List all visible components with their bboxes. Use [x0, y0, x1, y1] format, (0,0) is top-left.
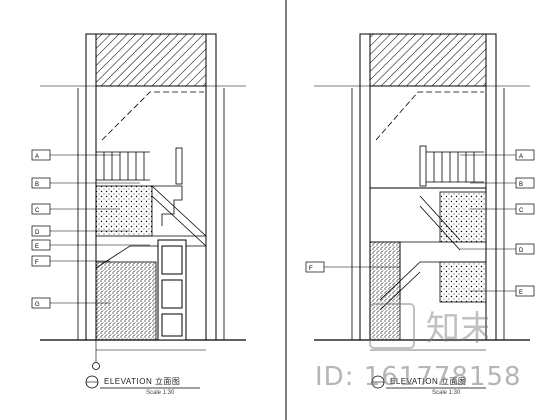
right-scale: Scale 1:30 — [432, 390, 461, 396]
right-tag-d: D — [460, 243, 535, 255]
right-tag-e: E — [470, 285, 535, 297]
right-wall-right — [485, 33, 497, 341]
right-landing — [439, 191, 487, 243]
svg-text:E: E — [35, 244, 39, 250]
left-tag-d: D — [31, 225, 130, 237]
svg-text:B: B — [35, 182, 39, 188]
left-upper-railing — [96, 147, 183, 185]
left-tag-b: B — [31, 177, 140, 189]
left-dashed-slope — [101, 91, 204, 141]
left-tags: A B C D E F G — [31, 149, 150, 309]
right-tag-b: B — [470, 177, 535, 189]
svg-text:E: E — [519, 290, 523, 296]
right-top-slab — [369, 33, 487, 87]
svg-text:A: A — [519, 154, 523, 160]
left-tag-a: A — [31, 149, 120, 161]
svg-text:F: F — [309, 266, 313, 272]
left-tag-g: G — [31, 297, 110, 309]
left-grid-marker — [92, 362, 100, 370]
left-tag-e: E — [31, 239, 150, 251]
left-scale: Scale 1:30 — [146, 390, 175, 396]
right-caption: ELEVATION 立面图 — [390, 377, 467, 386]
svg-text:G: G — [35, 302, 40, 308]
left-landing — [95, 185, 153, 237]
left-elevation — [40, 33, 246, 370]
left-caption: ELEVATION 立面图 — [104, 377, 181, 386]
left-tag-f: F — [31, 255, 110, 267]
left-lower-wall — [95, 261, 157, 341]
right-dashed-slope — [375, 91, 484, 141]
watermark-id: ID: 161778158 — [315, 362, 522, 392]
svg-text:F: F — [35, 260, 39, 266]
right-tag-c: C — [470, 203, 535, 215]
svg-text:知末: 知末 — [426, 309, 488, 349]
svg-text:D: D — [519, 248, 524, 254]
svg-text:C: C — [519, 208, 524, 214]
right-lower-wall — [369, 241, 401, 341]
left-door — [157, 239, 187, 341]
svg-text:B: B — [519, 182, 523, 188]
svg-text:A: A — [35, 154, 39, 160]
left-wall-right — [205, 33, 217, 341]
right-lower-landing — [439, 261, 487, 303]
left-tag-c: C — [31, 203, 120, 215]
right-upper-railing — [419, 145, 484, 187]
watermark-logo: 知末 — [369, 303, 488, 349]
right-wall-left — [359, 33, 371, 341]
right-elevation — [314, 33, 530, 351]
left-top-slab — [95, 33, 207, 87]
right-tags: A B C D E F — [305, 149, 535, 297]
right-tag-a: A — [460, 149, 535, 161]
left-wall-left — [85, 33, 97, 341]
right-tag-f: F — [305, 261, 400, 273]
svg-text:D: D — [35, 230, 40, 236]
svg-text:C: C — [35, 208, 40, 214]
